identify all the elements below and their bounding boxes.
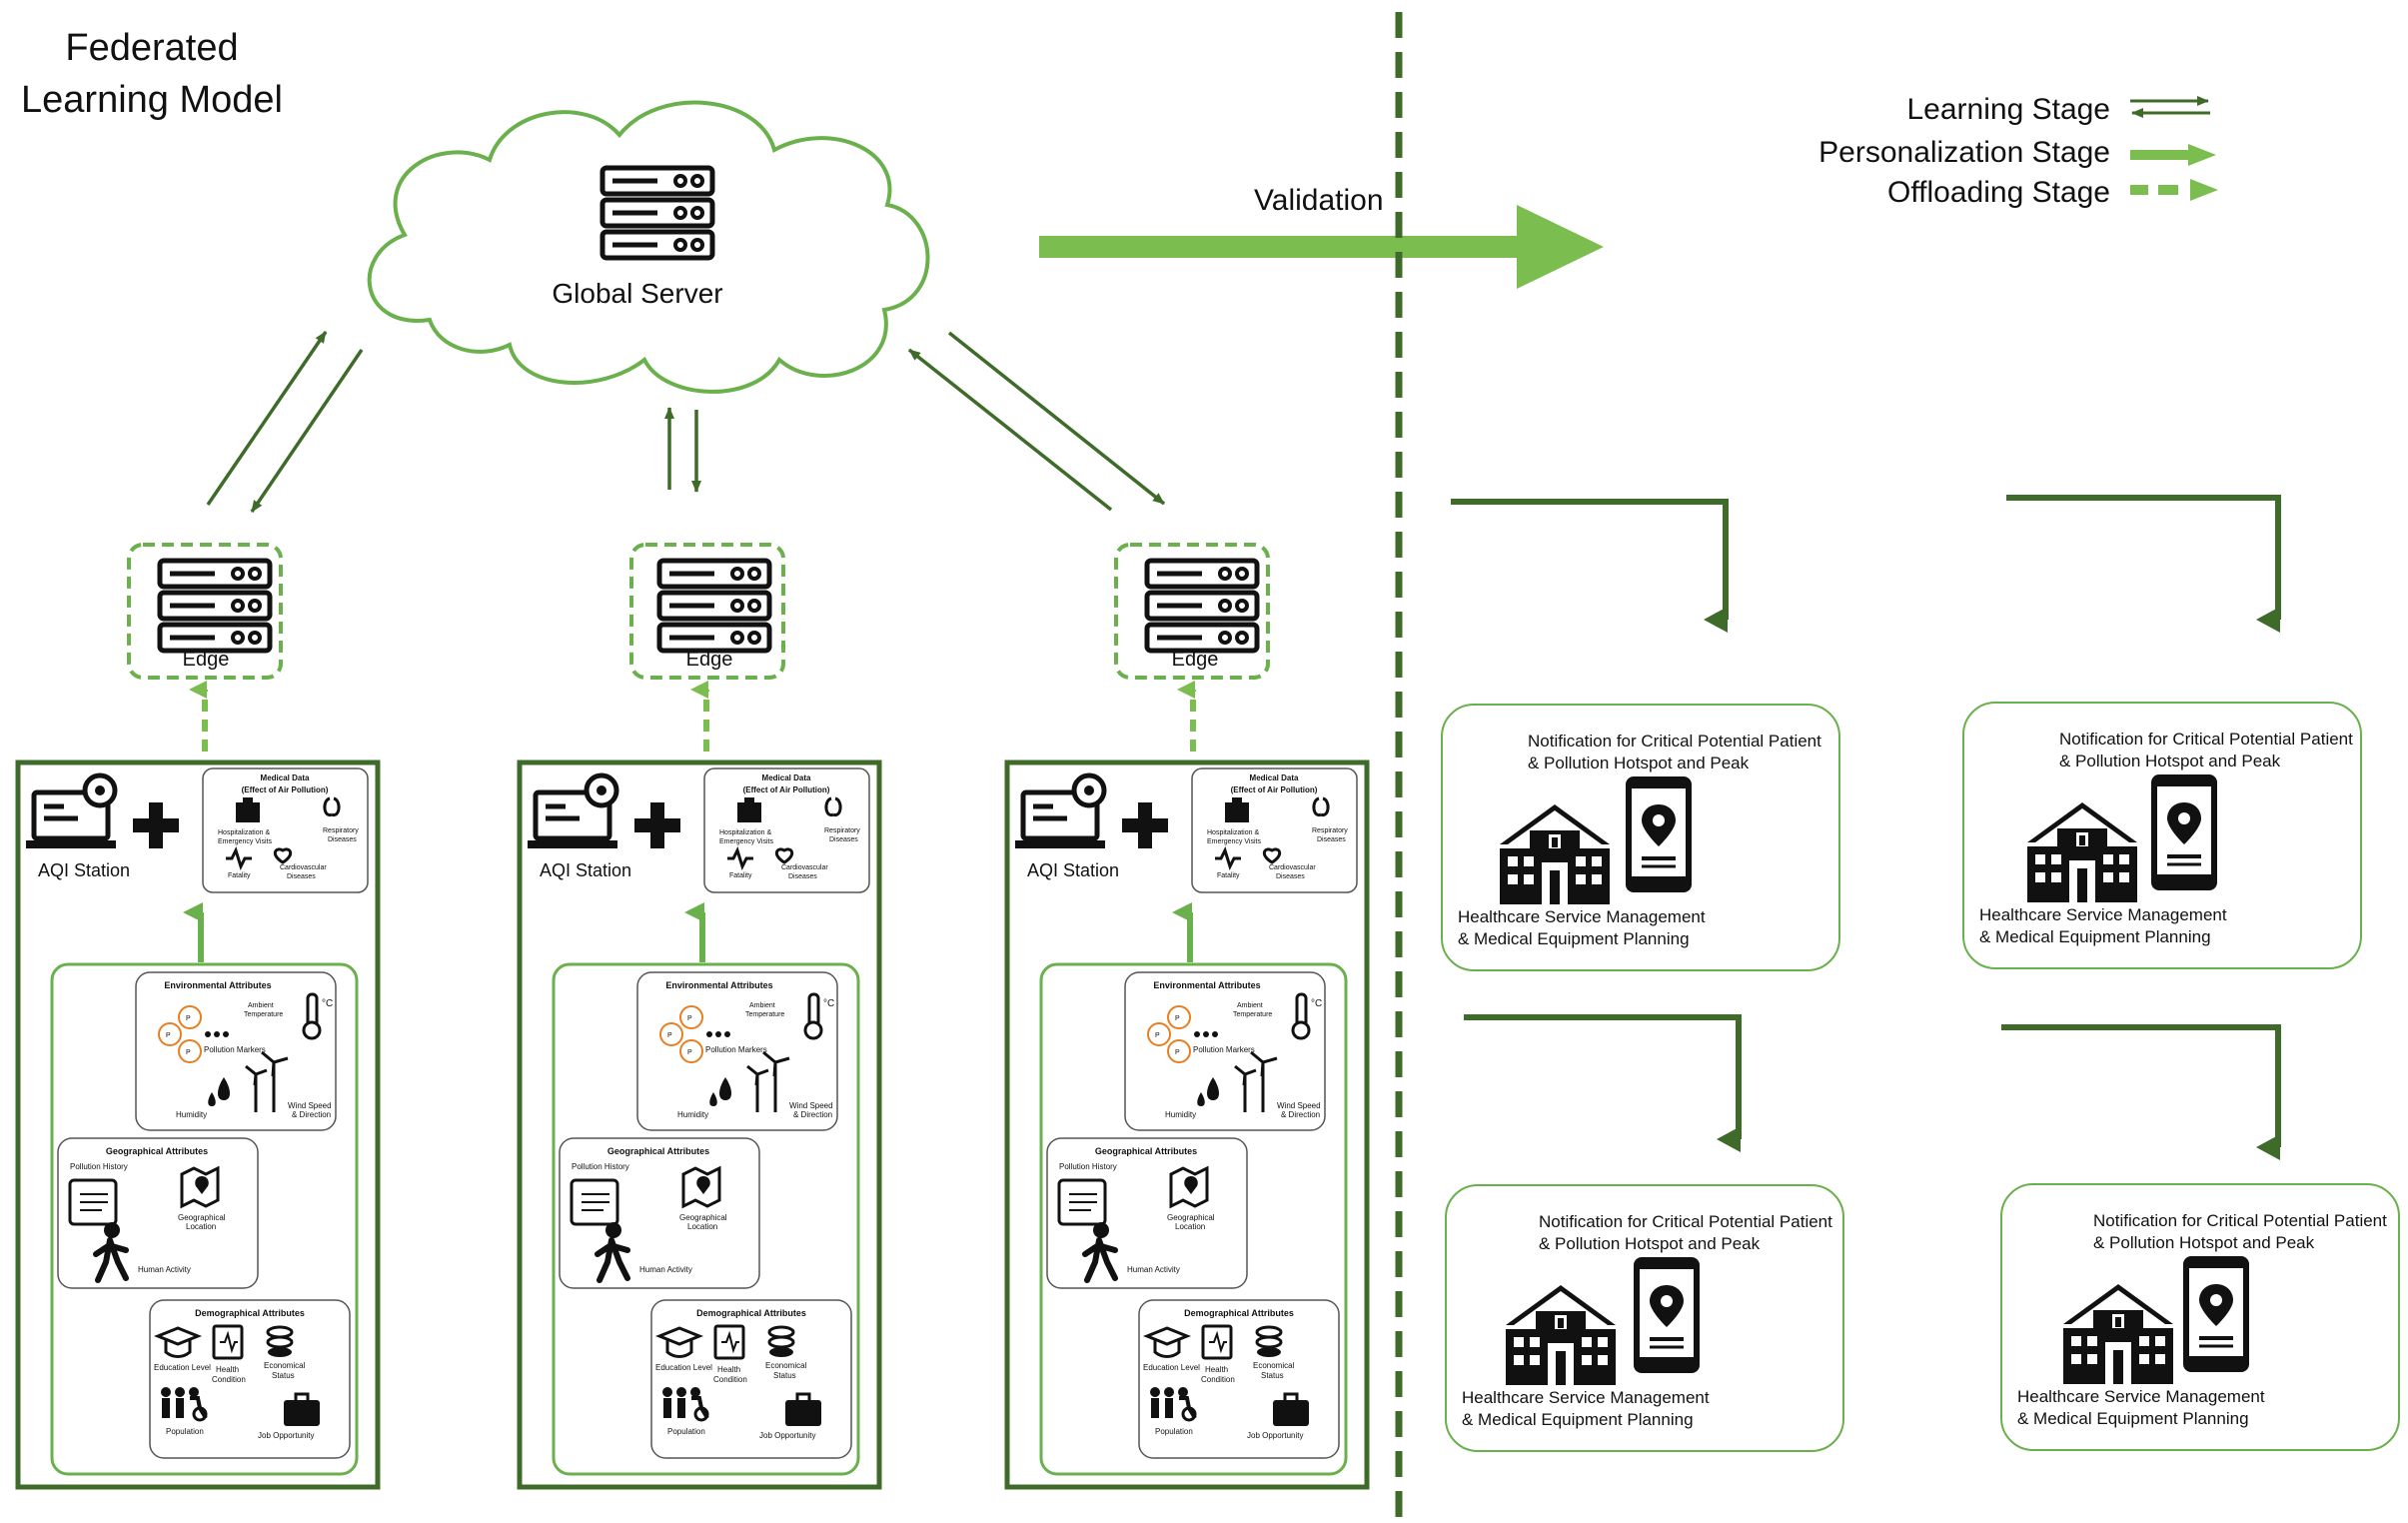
card-service-line2: & Medical Equipment Planning	[2017, 1409, 2249, 1428]
phone-location-icon	[1632, 1255, 1702, 1375]
card-notification-line1: Notification for Critical Potential Pati…	[1528, 732, 1821, 751]
validation-arrow	[1039, 205, 1604, 289]
personalization-arrow-1	[1451, 499, 1729, 633]
card-service-line1: Healthcare Service Management	[1462, 1388, 1710, 1407]
card-service-line1: Healthcare Service Management	[1979, 905, 2227, 924]
edge-label: Edge	[686, 649, 733, 671]
client-column-2	[520, 762, 879, 1487]
card-notification-line2: & Pollution Hotspot and Peak	[1539, 1234, 1761, 1253]
personalization-arrow-3	[1464, 1014, 1742, 1152]
healthcare-card-2: Notification for Critical Potential Pati…	[1962, 702, 2362, 969]
card-service-line1: Healthcare Service Management	[2017, 1387, 2265, 1406]
personalization-arrow-2	[2006, 495, 2281, 633]
edge-server-icon	[1147, 561, 1257, 651]
phone-location-icon	[2149, 772, 2219, 892]
edge-label: Edge	[183, 649, 230, 671]
learning-arrows-center	[664, 407, 701, 493]
edge-node-1: Edge	[127, 543, 283, 680]
legend-personalization-label: Personalization Stage	[1818, 136, 2110, 169]
card-notification-line2: & Pollution Hotspot and Peak	[1528, 754, 1750, 772]
edge-node-3: Edge	[1114, 543, 1270, 680]
card-notification-line1: Notification for Critical Potential Pati…	[2059, 730, 2353, 749]
card-service-line2: & Medical Equipment Planning	[1979, 927, 2211, 946]
client-column-1	[18, 762, 378, 1487]
edge-label: Edge	[1172, 649, 1219, 671]
healthcare-card-3: Notification for Critical Potential Pati…	[1445, 1184, 1844, 1452]
card-notification-line1: Notification for Critical Potential Pati…	[1539, 1212, 1832, 1231]
legend-personalization-arrow	[2130, 144, 2216, 166]
card-service-line1: Healthcare Service Management	[1458, 907, 1706, 926]
legend: Learning Stage Personalization Stage Off…	[1818, 93, 2218, 209]
global-server-icon	[602, 168, 712, 258]
phone-location-icon	[2181, 1254, 2251, 1374]
learning-arrows-right	[907, 331, 1166, 512]
phone-location-icon	[1624, 774, 1694, 894]
healthcare-card-1: Notification for Critical Potential Pati…	[1441, 704, 1840, 971]
card-notification-line2: & Pollution Hotspot and Peak	[2059, 752, 2281, 770]
edge-server-icon	[160, 561, 270, 651]
legend-offloading-label: Offloading Stage	[1887, 176, 2110, 209]
legend-learning-arrow	[2130, 96, 2210, 118]
learning-arrows-left	[206, 331, 364, 513]
card-notification-line1: Notification for Critical Potential Pati…	[2093, 1211, 2387, 1230]
global-server-label: Global Server	[552, 278, 722, 309]
client-column-3	[1007, 762, 1367, 1487]
edge-node-2: Edge	[629, 543, 785, 680]
edge-server-icon	[659, 561, 769, 651]
validation-label: Validation	[1254, 184, 1384, 217]
legend-learning-label: Learning Stage	[1907, 93, 2111, 126]
global-server-cloud: Global Server	[367, 100, 930, 394]
card-notification-line2: & Pollution Hotspot and Peak	[2093, 1233, 2315, 1252]
card-service-line2: & Medical Equipment Planning	[1462, 1410, 1694, 1429]
legend-offloading-arrow	[2130, 179, 2218, 201]
diagram-title-line2: Learning Model	[21, 79, 283, 121]
healthcare-card-4: Notification for Critical Potential Pati…	[2000, 1183, 2400, 1451]
personalization-arrow-4	[2001, 1024, 2281, 1160]
diagram-title-line1: Federated	[65, 27, 238, 69]
card-service-line2: & Medical Equipment Planning	[1458, 929, 1690, 948]
